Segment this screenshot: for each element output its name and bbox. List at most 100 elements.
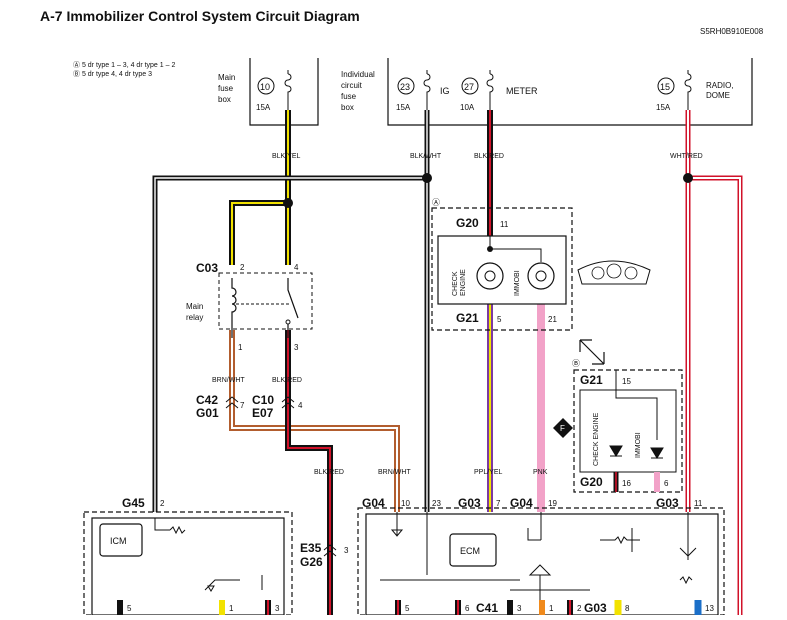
meter-b-g20-pin6: 6 bbox=[664, 479, 669, 488]
connector-g03-a: G03 bbox=[458, 496, 481, 510]
fuse-23-amp: 15A bbox=[396, 103, 411, 112]
wire-brn-wht bbox=[229, 330, 400, 512]
connector-c41: C41 bbox=[476, 601, 498, 615]
wire-blk-yel bbox=[229, 110, 293, 265]
immobi-lamp-icon bbox=[527, 262, 555, 290]
fuse-15-label-2: DOME bbox=[706, 91, 730, 100]
relay-label-1: Main bbox=[186, 302, 203, 311]
check-engine-label-1: CHECK bbox=[452, 271, 459, 296]
immobi-label: IMMOBI bbox=[514, 270, 521, 296]
fuse-23-label: IG bbox=[440, 86, 450, 96]
instrument-cluster-icon bbox=[577, 260, 651, 285]
circuit-box-label-4: box bbox=[341, 103, 354, 112]
circuit-box-label-1: Individual bbox=[341, 70, 375, 79]
fuse-15-symbol bbox=[684, 70, 692, 110]
connector-g45: G45 bbox=[122, 496, 145, 510]
check-engine-lamp-icon bbox=[476, 262, 504, 290]
check-engine-led-icon bbox=[609, 445, 623, 457]
relay-pin-4: 4 bbox=[294, 263, 299, 272]
ecm-label: ECM bbox=[460, 546, 480, 556]
ecm-pin-5: 5 bbox=[405, 604, 410, 613]
fuse-10-amp: 15A bbox=[256, 103, 271, 112]
combination-meter-a: Ⓐ G20 11 CHECK ENGINE IMMOBI G21 5 21 bbox=[431, 198, 573, 331]
ecm-pin-13: 13 bbox=[705, 604, 714, 613]
ecm-pin-8: 8 bbox=[625, 604, 630, 613]
main-fuse-box: Main fuse box 10 15A bbox=[218, 58, 319, 126]
label-brn-wht-lower: BRN/WHT bbox=[378, 469, 411, 476]
main-relay: C03 2 4 1 3 Main relay bbox=[186, 261, 313, 352]
meter-a-marker: Ⓐ bbox=[432, 198, 440, 207]
ecm-module: ECM bbox=[357, 507, 725, 616]
fuse-27-symbol bbox=[486, 70, 494, 110]
connector-c42: C42 bbox=[196, 393, 218, 407]
label-wht-red: WHT/RED bbox=[670, 153, 703, 160]
connector-g03-a-pin: 7 bbox=[496, 499, 501, 508]
connector-c10-pin: 4 bbox=[298, 401, 303, 410]
connector-e35-pin: 3 bbox=[344, 546, 349, 555]
ecm-pin-3: 3 bbox=[517, 604, 522, 613]
ecm-pin-1: 1 bbox=[549, 604, 554, 613]
fuse-23-symbol bbox=[423, 70, 431, 110]
relay-pin-2: 2 bbox=[240, 263, 245, 272]
icm-pin-1: 1 bbox=[229, 604, 234, 613]
ecm-pin-6: 6 bbox=[465, 604, 470, 613]
immobi-led-icon bbox=[650, 447, 664, 459]
note-a: Ⓐ 5 dr type 1 – 3, 4 dr type 1 – 2 bbox=[73, 61, 175, 69]
combination-meter-b: Ⓑ G21 15 CHECK ENGINE IMMOBI G20 16 6 bbox=[572, 359, 683, 493]
meter-b-g20: G20 bbox=[580, 475, 603, 489]
meter-b-g21-pin: 15 bbox=[622, 377, 631, 386]
meter-g20-pin: 11 bbox=[500, 220, 509, 229]
meter-b-g21: G21 bbox=[580, 373, 603, 387]
icm-pin-3: 3 bbox=[275, 604, 280, 613]
label-blk-red-top: BLK/RED bbox=[474, 153, 504, 160]
connector-g04-b: G04 bbox=[510, 496, 533, 510]
label-blk-wht: BLK/WHT bbox=[410, 153, 442, 160]
connector-c42-icon bbox=[225, 396, 239, 409]
fuse-15-number: 15 bbox=[660, 82, 670, 92]
meter-b-marker: Ⓑ bbox=[572, 359, 580, 368]
main-fuse-box-label-2: fuse bbox=[218, 84, 234, 93]
figure-code: S5RH0B910E008 bbox=[700, 27, 764, 36]
relay-label-2: relay bbox=[186, 313, 203, 322]
relay-pin-3: 3 bbox=[294, 343, 299, 352]
connector-g03-b: G03 bbox=[656, 496, 679, 510]
circuit-box-label-2: circuit bbox=[341, 81, 363, 90]
relay-connector: C03 bbox=[196, 261, 218, 275]
ecm-bottom-pins: 5 6 C41 3 1 2 G03 8 13 bbox=[395, 600, 714, 615]
ecm-pin-2: 2 bbox=[577, 604, 582, 613]
connector-g45-pin: 2 bbox=[160, 499, 165, 508]
connector-e35: E35 bbox=[300, 541, 322, 555]
connector-c10-icon bbox=[281, 396, 295, 409]
circuit-box-label-3: fuse bbox=[341, 92, 357, 101]
label-brn-wht-relay: BRN/WHT bbox=[212, 377, 245, 384]
meter-b-immobi: IMMOBI bbox=[635, 432, 642, 458]
fuse-27-amp: 10A bbox=[460, 103, 475, 112]
relay-switch-icon bbox=[287, 278, 299, 338]
connector-e35-icon bbox=[323, 544, 337, 557]
label-blk-yel: BLK/YEL bbox=[272, 153, 301, 160]
connector-g03-c: G03 bbox=[584, 601, 607, 615]
icm-bottom-pins: 5 1 3 bbox=[117, 600, 280, 615]
meter-b-g20-pin16: 16 bbox=[622, 479, 631, 488]
wire-blk-wht bbox=[152, 110, 432, 512]
icm-chip-icon bbox=[99, 523, 143, 557]
individual-circuit-fuse-box: Individual circuit fuse box 23 15A IG 27… bbox=[341, 58, 753, 126]
fuse-10-number: 10 bbox=[260, 82, 270, 92]
meter-g20: G20 bbox=[456, 216, 479, 230]
note-b: Ⓑ 5 dr type 4, 4 dr type 3 bbox=[73, 70, 152, 78]
connector-g04-a-pin: 10 bbox=[401, 499, 410, 508]
icm-module: ICM bbox=[83, 511, 293, 616]
double-arrow-icon bbox=[579, 339, 605, 365]
connector-g01: G01 bbox=[196, 406, 219, 420]
fuse-15-amp: 15A bbox=[656, 103, 671, 112]
icm-pin-5: 5 bbox=[127, 604, 132, 613]
connector-g03-b-pin: 11 bbox=[694, 499, 703, 508]
ecm-chip-icon bbox=[449, 533, 497, 567]
connector-g26: G26 bbox=[300, 555, 323, 569]
label-pnk: PNK bbox=[533, 469, 548, 476]
page-title: A-7 Immobilizer Control System Circuit D… bbox=[40, 8, 360, 24]
wire-wht-red bbox=[683, 110, 743, 615]
connector-g04-a: G04 bbox=[362, 496, 385, 510]
